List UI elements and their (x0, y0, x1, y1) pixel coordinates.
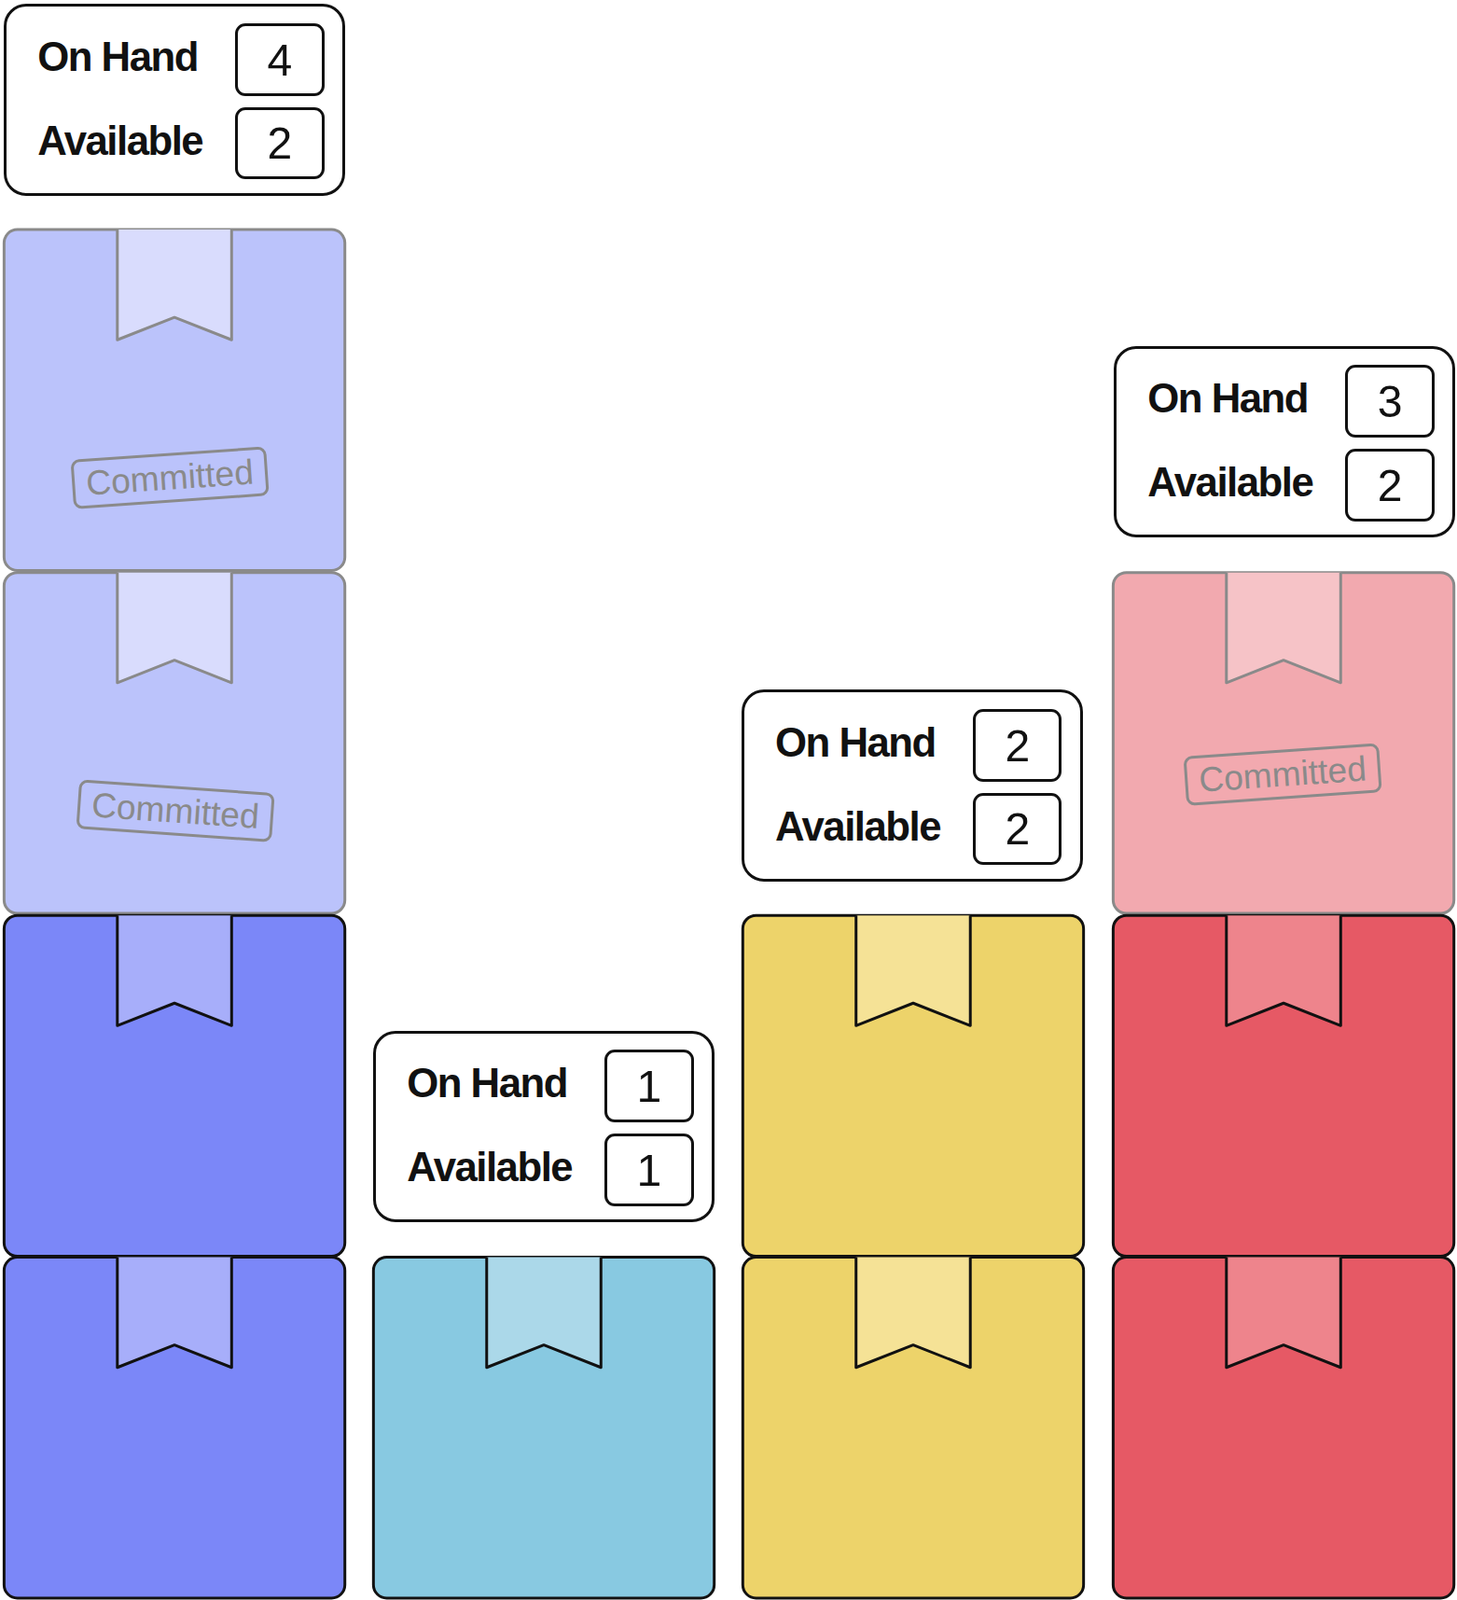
package-box (3, 1257, 345, 1598)
box-body (1112, 1257, 1454, 1598)
count-box: 3 (1345, 364, 1434, 438)
package-box (1112, 572, 1454, 914)
stock-label: On Hand (1147, 377, 1308, 419)
stamp-text: Committed (83, 451, 254, 503)
box-body (373, 1257, 714, 1598)
count-box: 4 (235, 23, 324, 97)
stock-panel: On HandAvailable 3 2 (1113, 346, 1455, 539)
count-box: 2 (972, 708, 1062, 782)
count-box: 1 (604, 1049, 694, 1123)
count-number: 2 (1377, 462, 1403, 508)
count-number: 4 (267, 37, 293, 83)
box-tape (1226, 1257, 1342, 1368)
stock-label: Available (406, 1146, 572, 1188)
stamp-text: Committed (90, 784, 261, 836)
box-body (1112, 915, 1454, 1256)
count-number: 1 (637, 1063, 663, 1109)
package-box (3, 572, 345, 914)
box-tape (486, 1257, 602, 1368)
box-body (3, 572, 345, 914)
count-number: 2 (1004, 805, 1030, 851)
stock-panel: On HandAvailable 1 1 (373, 1030, 714, 1223)
stock-label: On Hand (37, 36, 198, 78)
package-box (3, 915, 345, 1256)
box-tape (856, 1257, 972, 1368)
stock-label: Available (1147, 461, 1313, 503)
box-body (742, 1257, 1083, 1598)
package-box (3, 229, 345, 570)
stock-label: On Hand (775, 721, 936, 764)
package-box (373, 1257, 714, 1598)
stock-panel: On HandAvailable 2 2 (741, 689, 1083, 882)
box-tape (117, 915, 233, 1026)
box-body (3, 1257, 345, 1598)
stock-label: Available (37, 120, 203, 162)
package-box (1112, 1257, 1454, 1598)
box-tape (117, 229, 233, 340)
box-tape (1226, 572, 1342, 683)
box-body (1112, 572, 1454, 914)
package-box (742, 1257, 1083, 1598)
package-box (742, 915, 1083, 1256)
count-number: 1 (637, 1147, 663, 1193)
box-tape (856, 915, 972, 1026)
count-box: 1 (604, 1133, 694, 1207)
box-body (3, 915, 345, 1256)
box-body (3, 229, 345, 570)
stock-label: On Hand (406, 1062, 568, 1104)
count-box: 2 (1345, 448, 1434, 522)
box-tape (1226, 915, 1342, 1026)
box-tape (117, 1257, 233, 1368)
box-body (742, 915, 1083, 1256)
package-box (1112, 915, 1454, 1256)
box-tape (117, 572, 233, 683)
count-number: 3 (1377, 378, 1403, 424)
count-box: 2 (235, 107, 324, 181)
stock-label: Available (775, 805, 941, 847)
stamp-text: Committed (1197, 749, 1368, 801)
count-box: 2 (972, 792, 1062, 866)
count-number: 2 (1004, 722, 1030, 768)
stock-panel: On HandAvailable 4 2 (3, 3, 345, 196)
count-number: 2 (267, 120, 293, 166)
